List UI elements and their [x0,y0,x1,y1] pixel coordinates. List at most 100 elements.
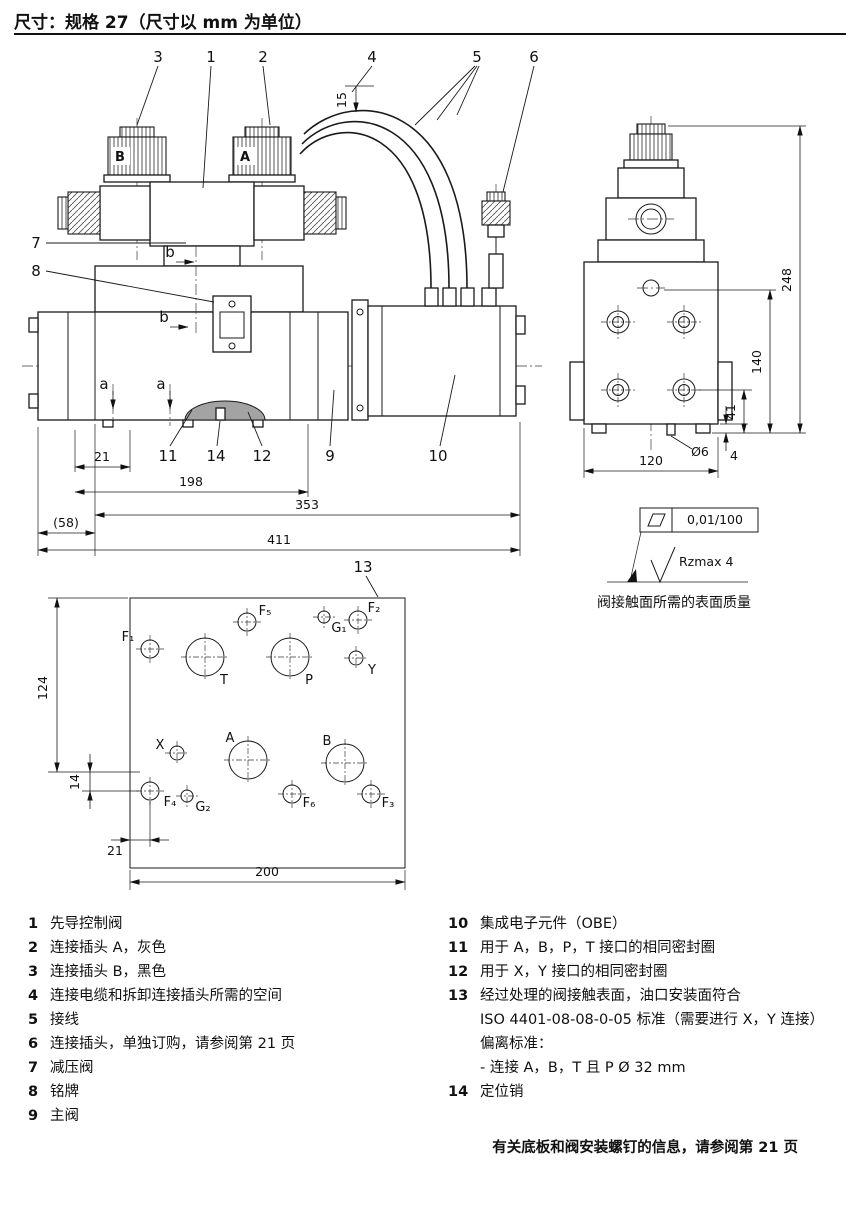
callout-12: 12 [252,447,271,465]
port-f5: F₅ [233,604,271,636]
legend-item-2-number: 2 [28,940,39,956]
legend-item-8-text: 铭牌 [50,1084,79,1100]
legend-item-9-number: 9 [28,1108,39,1124]
legend-item-2-text: 连接插头 A，灰色 [50,940,167,956]
port-label-x: X [156,738,165,753]
port-f3: F₃ [357,780,394,811]
callout-13: 13 [353,558,372,576]
legend-item-6-text: 连接插头，单独订购，请参阅第 21 页 [50,1036,296,1052]
legend-item-8-number: 8 [28,1084,39,1100]
legend-item-2: 2 连接插头 A，灰色 [28,936,440,960]
dim-21b: 21 [107,843,123,858]
callouts: 3 1 2 4 5 6 7 8 11 14 12 9 10 13 [31,48,539,598]
legend-left: 1 先导控制阀 2 连接插头 A，灰色 3 连接插头 B，黑色 4 连接电缆和拆… [28,912,440,1128]
dim-14b: 14 [67,774,82,790]
port-pattern-view: F₁ F₅ G₁ F₂ T P Y [35,597,406,890]
surface-quality-symbol: 0,01/100 Rzmax 4 阀接触面所需的表面质量 [597,507,759,611]
port-label-p: P [305,673,313,688]
dim-21: 21 [94,449,110,464]
legend-item-12: 12 用于 X，Y 接口的相同密封圈 [448,960,850,984]
dim-120: 120 [639,453,663,468]
dim-15: 15 [334,92,349,108]
port-label-f2: F₂ [368,601,381,616]
callout-1: 1 [206,48,216,66]
port-f1: F₁ [122,630,164,663]
dim-58: (58) [53,515,79,530]
port-f4: F₄ [136,777,176,810]
callout-7: 7 [31,234,41,252]
dim-200: 200 [255,864,279,879]
dim-140: 140 [749,350,764,374]
callout-11: 11 [158,447,177,465]
port-x: X [156,738,189,765]
port-label-f3: F₃ [382,796,395,811]
roughness-value: Rzmax 4 [679,554,733,569]
dim-248: 248 [779,268,794,292]
port-label-f4: F₄ [164,795,177,810]
flatness-icon [647,513,666,527]
dim-353: 353 [295,497,319,512]
legend-item-5: 5 接线 [28,1008,440,1032]
legend-item-1-text: 先导控制阀 [50,916,123,932]
port-label-t: T [219,673,228,688]
legend-item-13-line3-text: 偏离标准： [480,1036,553,1052]
legend-item-11: 11 用于 A，B，P，T 接口的相同密封圈 [448,936,850,960]
page-title: 尺寸：规格 27（尺寸以 mm 为单位） [14,13,312,33]
section-a-label-1: a [99,375,108,393]
callout-8: 8 [31,262,41,280]
port-f2: F₂ [344,601,380,634]
surface-caption: 阀接触面所需的表面质量 [597,594,751,611]
flatness-value: 0,01/100 [687,512,743,527]
legend-item-10: 10 集成电子元件（OBE） [448,912,850,936]
dim-411: 411 [267,532,291,547]
callout-2: 2 [258,48,268,66]
port-label-a: A [226,731,235,746]
dim-41: 41 [723,404,738,420]
section-a-label-2: a [156,375,165,393]
dim-4: 4 [730,448,738,463]
legend-item-13-line2: ISO 4401-08-08-0-05 标准（需要进行 X，Y 连接） [448,1008,850,1032]
legend-item-10-number: 10 [448,916,469,932]
port-label-f5: F₅ [259,604,272,619]
legend-item-11-text: 用于 A，B，P，T 接口的相同密封圈 [480,940,716,956]
legend-item-12-text: 用于 X，Y 接口的相同密封圈 [480,964,668,980]
side-view [569,116,733,452]
legend-item-4-number: 4 [28,988,39,1004]
legend-item-13-line4: - 连接 A，B，T 且 P Ø 32 mm [448,1056,850,1080]
port-a: A [224,731,272,784]
legend-item-4: 4 连接电缆和拆卸连接插头所需的空间 [28,984,440,1008]
separate-connector [481,191,511,289]
callout-3: 3 [153,48,163,66]
mounting-bolts [601,305,701,407]
callout-5: 5 [472,48,482,66]
side-dimensions: 248 140 41 4 Ø6 120 [583,125,806,478]
legend-item-13-line2-text: ISO 4401-08-08-0-05 标准（需要进行 X，Y 连接） [480,1012,825,1028]
callout-4: 4 [367,48,377,66]
dim-dia6: Ø6 [691,444,709,459]
connector-plug-b: B [103,126,171,183]
legend-item-1: 1 先导控制阀 [28,912,440,936]
legend-item-14: 14 定位销 [448,1080,850,1104]
footer-note: 有关底板和阀安装螺钉的信息，请参阅第 21 页 [492,1140,798,1156]
dowel-pin [666,423,676,436]
pilot-valve [57,181,347,247]
legend-item-11-number: 11 [448,940,469,956]
legend-item-7: 7 减压阀 [28,1056,440,1080]
front-view: B A [22,109,542,428]
legend-item-3-text: 连接插头 B，黑色 [50,964,167,980]
port-t: T [181,633,229,688]
port-p: P [266,633,314,688]
obe-housing [351,287,526,421]
legend-item-7-number: 7 [28,1060,39,1076]
callout-10: 10 [428,447,447,465]
plug-a-label: A [240,150,250,165]
port-g1: G₁ [313,606,347,636]
legend-item-10-text: 集成电子元件（OBE） [480,916,627,932]
port-y: Y [344,646,376,678]
legend-item-5-text: 接线 [50,1012,79,1028]
legend-item-6: 6 连接插头，单独订购，请参阅第 21 页 [28,1032,440,1056]
legend-item-14-number: 14 [448,1084,469,1100]
callout-6: 6 [529,48,539,66]
legend-item-9-text: 主阀 [50,1108,79,1124]
port-b: B [321,734,369,787]
